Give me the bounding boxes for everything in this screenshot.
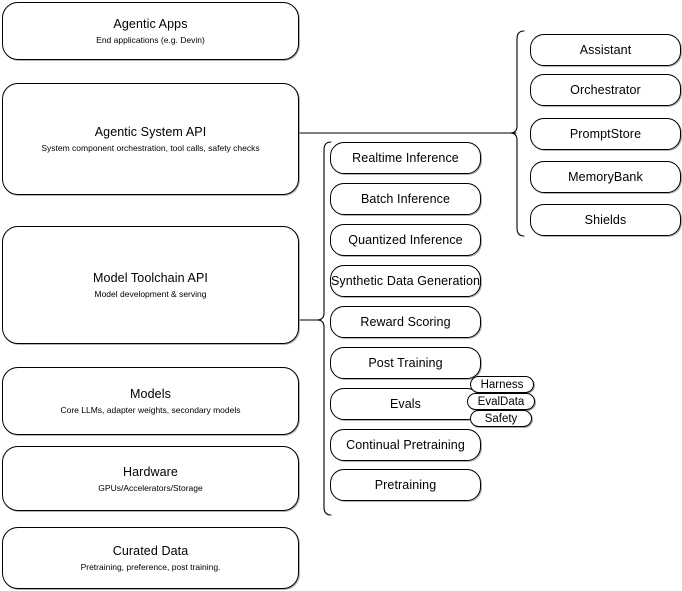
component-box-assistant[interactable]: Assistant bbox=[530, 34, 681, 66]
component-label: Realtime Inference bbox=[352, 151, 459, 165]
component-label: Shields bbox=[584, 213, 627, 227]
component-label: MemoryBank bbox=[568, 170, 643, 184]
component-label: Evals bbox=[389, 397, 422, 411]
layer-title: Agentic System API bbox=[94, 125, 207, 139]
component-box-evals[interactable]: Evals bbox=[330, 388, 481, 420]
component-box-batch-inference[interactable]: Batch Inference bbox=[330, 183, 481, 215]
badge-harness[interactable]: Harness bbox=[470, 376, 534, 393]
component-label: Synthetic Data Generation bbox=[330, 274, 481, 288]
layer-box-models[interactable]: Models Core LLMs, adapter weights, secon… bbox=[2, 367, 299, 435]
component-box-post-training[interactable]: Post Training bbox=[330, 347, 481, 379]
brace-agentic-components bbox=[509, 30, 525, 237]
component-label: Continual Pretraining bbox=[346, 438, 465, 452]
component-box-synthetic-data-generation[interactable]: Synthetic Data Generation bbox=[330, 265, 481, 297]
layer-box-hardware[interactable]: Hardware GPUs/Accelerators/Storage bbox=[2, 446, 299, 511]
badge-evaldata[interactable]: EvalData bbox=[467, 393, 535, 410]
component-box-shields[interactable]: Shields bbox=[530, 204, 681, 236]
badge-label: Harness bbox=[480, 378, 524, 391]
layer-title: Curated Data bbox=[112, 544, 189, 558]
component-box-pretraining[interactable]: Pretraining bbox=[330, 469, 481, 501]
layer-title: Agentic Apps bbox=[113, 17, 188, 31]
layer-title: Hardware bbox=[123, 464, 178, 479]
layer-title: Model Toolchain API bbox=[93, 271, 208, 285]
component-label: Quantized Inference bbox=[348, 233, 463, 247]
layer-title: Models bbox=[130, 387, 171, 401]
component-label: Batch Inference bbox=[360, 192, 451, 206]
layer-subtitle: Core LLMs, adapter weights, secondary mo… bbox=[60, 405, 241, 415]
component-box-continual-pretraining[interactable]: Continual Pretraining bbox=[330, 429, 481, 461]
layer-subtitle: Pretraining, preference, post training. bbox=[80, 562, 221, 572]
component-box-orchestrator[interactable]: Orchestrator bbox=[530, 74, 681, 106]
layer-subtitle: Model development & serving bbox=[94, 289, 207, 299]
layer-box-agentic-apps[interactable]: Agentic Apps End applications (e.g. Devi… bbox=[2, 2, 299, 60]
component-box-memorybank[interactable]: MemoryBank bbox=[530, 161, 681, 193]
component-box-reward-scoring[interactable]: Reward Scoring bbox=[330, 306, 481, 338]
component-label: Assistant bbox=[579, 43, 632, 57]
component-label: Reward Scoring bbox=[360, 315, 451, 329]
component-box-realtime-inference[interactable]: Realtime Inference bbox=[330, 142, 481, 174]
layer-subtitle: System component orchestration, tool cal… bbox=[41, 143, 260, 153]
badge-label: Safety bbox=[484, 412, 518, 425]
layer-subtitle: End applications (e.g. Devin) bbox=[96, 35, 205, 45]
component-box-promptstore[interactable]: PromptStore bbox=[530, 118, 681, 150]
component-box-quantized-inference[interactable]: Quantized Inference bbox=[330, 224, 481, 256]
layer-box-agentic-system-api[interactable]: Agentic System API System component orch… bbox=[2, 83, 299, 195]
component-label: Pretraining bbox=[374, 478, 437, 492]
brace-toolchain-components bbox=[316, 141, 332, 516]
badge-label: EvalData bbox=[477, 395, 525, 408]
layer-subtitle: GPUs/Accelerators/Storage bbox=[98, 482, 203, 493]
layer-box-curated-data[interactable]: Curated Data Pretraining, preference, po… bbox=[2, 527, 299, 589]
layer-box-model-toolchain-api[interactable]: Model Toolchain API Model development & … bbox=[2, 226, 299, 344]
component-label: Post Training bbox=[368, 356, 443, 370]
component-label: Orchestrator bbox=[570, 83, 641, 97]
badge-safety[interactable]: Safety bbox=[470, 410, 532, 427]
component-label: PromptStore bbox=[569, 127, 642, 141]
